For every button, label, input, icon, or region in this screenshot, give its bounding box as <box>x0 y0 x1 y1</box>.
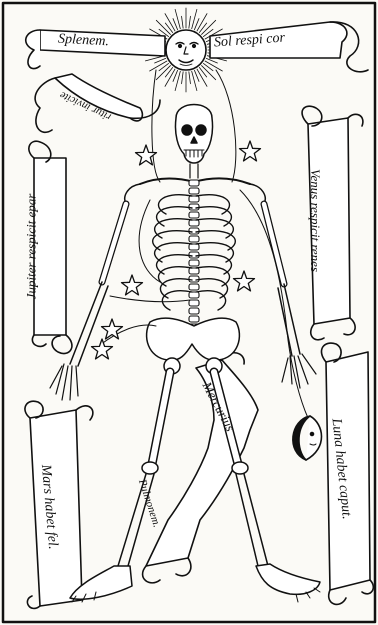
star-icon <box>240 141 261 161</box>
star-icon <box>92 339 113 359</box>
saturn-label-line1: Splenem. <box>58 33 110 50</box>
star-icon <box>234 271 255 291</box>
star-icon <box>102 319 123 339</box>
right-foot <box>256 564 320 594</box>
crescent-moon-face-icon <box>293 416 322 460</box>
jupiter-label: Jupiter respicit epar <box>24 194 37 300</box>
star-icon <box>122 275 143 295</box>
venus-label: Venus respicit renes <box>309 169 322 272</box>
mars-banner-scroll <box>25 401 93 608</box>
